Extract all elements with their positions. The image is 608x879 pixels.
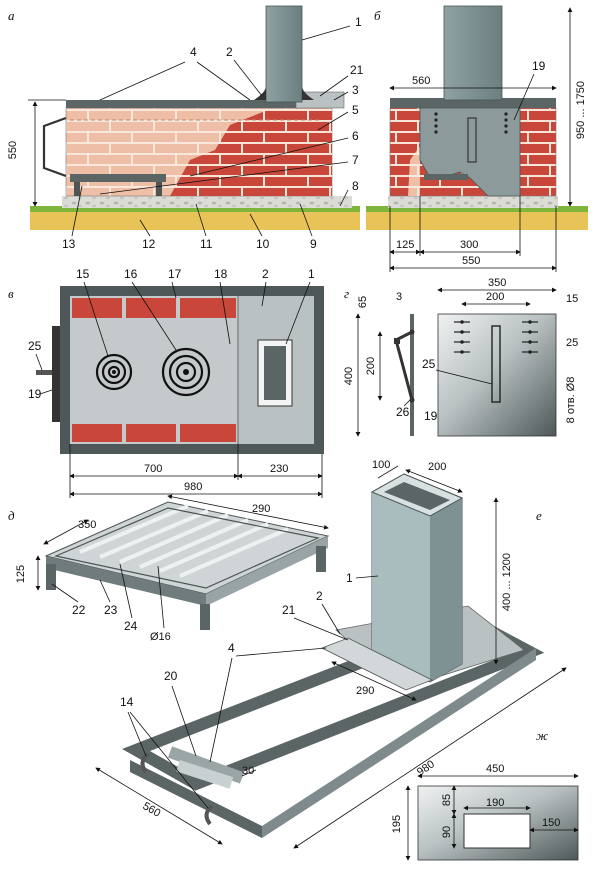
callout-18: 18 (214, 267, 228, 281)
burner-large-icon (161, 347, 211, 397)
dim-b-height: 950 ... 1750 (575, 81, 587, 139)
panel-label-g: г (344, 286, 349, 301)
plate-opening (463, 813, 531, 849)
callout-21: 21 (350, 63, 364, 77)
dim-zh-450: 450 (486, 763, 504, 775)
callout-21-e: 21 (282, 603, 296, 617)
door-plate (437, 313, 557, 437)
gravel-bed (62, 196, 352, 208)
dim-g-25: 25 (566, 337, 578, 349)
dim-zh-195: 195 (391, 815, 403, 833)
dim-e-200: 200 (428, 461, 446, 473)
burner-small-icon (95, 353, 133, 391)
dim-g-holes: 8 отв. Ø8 (565, 377, 577, 424)
dim-b-125: 125 (396, 239, 414, 251)
panel-label-b: б (374, 8, 381, 23)
dim-b-560: 560 (412, 75, 430, 87)
panel-d-grate: д 350 290 125 22 23 24 Ø16 (8, 494, 330, 643)
callout-1: 1 (355, 15, 362, 29)
dim-e-560: 560 (141, 800, 163, 820)
callout-24: 24 (124, 619, 138, 633)
callout-17: 17 (168, 267, 182, 281)
callout-9: 9 (310, 237, 317, 251)
panel-v-plan-view: в 700 230 980 15 (8, 267, 324, 498)
panel-label-d: д (8, 508, 15, 523)
callout-20: 20 (164, 669, 178, 683)
grate (70, 174, 166, 182)
dim-b-300: 300 (460, 239, 478, 251)
callout-3: 3 (352, 83, 359, 97)
callout-4-e: 4 (228, 641, 235, 655)
callout-25-v: 25 (28, 339, 42, 353)
dim-g-15: 15 (566, 293, 578, 305)
grass-strip (30, 206, 360, 212)
panel-a-side-section: а 550 1 4 2 21 3 (7, 5, 364, 251)
dim-g-400: 400 (343, 367, 355, 385)
top-plate-front (390, 98, 556, 108)
dim-zh-150: 150 (542, 817, 560, 829)
dim-d-125: 125 (15, 565, 27, 583)
callout-15: 15 (76, 267, 90, 281)
callout-22: 22 (72, 603, 86, 617)
callout-10: 10 (256, 237, 270, 251)
callout-1-v: 1 (308, 267, 315, 281)
callout-8: 8 (352, 179, 359, 193)
panel-label-v: в (8, 286, 14, 301)
chimney-pipe (265, 5, 303, 103)
callout-6: 6 (352, 129, 359, 143)
dim-g-200: 200 (486, 291, 504, 303)
callout-19-v: 19 (28, 387, 42, 401)
panel-label-zh: ж (536, 728, 548, 743)
dim-v-230: 230 (270, 463, 288, 475)
panel-b-front-section: б 560 950 ... 1750 125 300 550 19 (366, 5, 588, 272)
dim-d-290: 290 (252, 503, 270, 515)
dim-e-290: 290 (356, 685, 374, 697)
callout-19-g: 19 (424, 409, 438, 423)
panel-label-e: е (536, 508, 542, 523)
callout-7: 7 (352, 153, 359, 167)
callout-26: 26 (396, 405, 410, 419)
callout-19-b: 19 (532, 59, 546, 73)
dim-a-550: 550 (7, 141, 19, 159)
dim-b-550: 550 (462, 255, 480, 267)
callout-11: 11 (200, 237, 213, 251)
callout-25-g: 25 (422, 357, 436, 371)
dim-g-350: 350 (488, 277, 506, 289)
top-plate (66, 100, 332, 108)
door-handle (42, 116, 67, 178)
panel-label-a: а (8, 8, 15, 23)
plate-handle-slot (491, 325, 501, 403)
dim-d-phi16: Ø16 (150, 631, 171, 643)
callout-2-v: 2 (262, 267, 269, 281)
dim-zh-90: 90 (441, 826, 453, 838)
callout-5: 5 (352, 103, 359, 117)
panel-g-door-detail: г 350 200 65 3 15 25 400 200 8 о (343, 277, 578, 437)
dim-g-200v: 200 (365, 357, 377, 375)
callout-13: 13 (62, 237, 76, 251)
callout-23: 23 (104, 603, 118, 617)
ground-layer (30, 212, 360, 230)
callout-12: 12 (142, 237, 156, 251)
callout-1-e: 1 (346, 571, 353, 585)
callout-4: 4 (190, 45, 197, 59)
dim-zh-190: 190 (486, 797, 504, 809)
dim-zh-85: 85 (441, 794, 453, 806)
dim-g-65: 65 (357, 296, 369, 308)
callout-14: 14 (120, 695, 134, 709)
chimney-pipe-front (443, 5, 503, 101)
panel-zh-plate: ж 450 190 85 90 150 195 (391, 728, 579, 861)
dim-v-700: 700 (144, 463, 162, 475)
callout-16: 16 (124, 267, 138, 281)
brick-body-cutaway (170, 110, 332, 196)
dim-g-3: 3 (396, 291, 402, 303)
dim-e-980: 980 (415, 758, 437, 778)
dim-e-height: 400 ... 1200 (501, 553, 513, 611)
dim-e-100: 100 (372, 459, 390, 471)
callout-2-e: 2 (316, 589, 323, 603)
dim-v-980: 980 (184, 481, 202, 493)
dim-e-30: 30 (242, 765, 254, 777)
dim-d-350: 350 (78, 519, 96, 531)
callout-2: 2 (226, 45, 233, 59)
